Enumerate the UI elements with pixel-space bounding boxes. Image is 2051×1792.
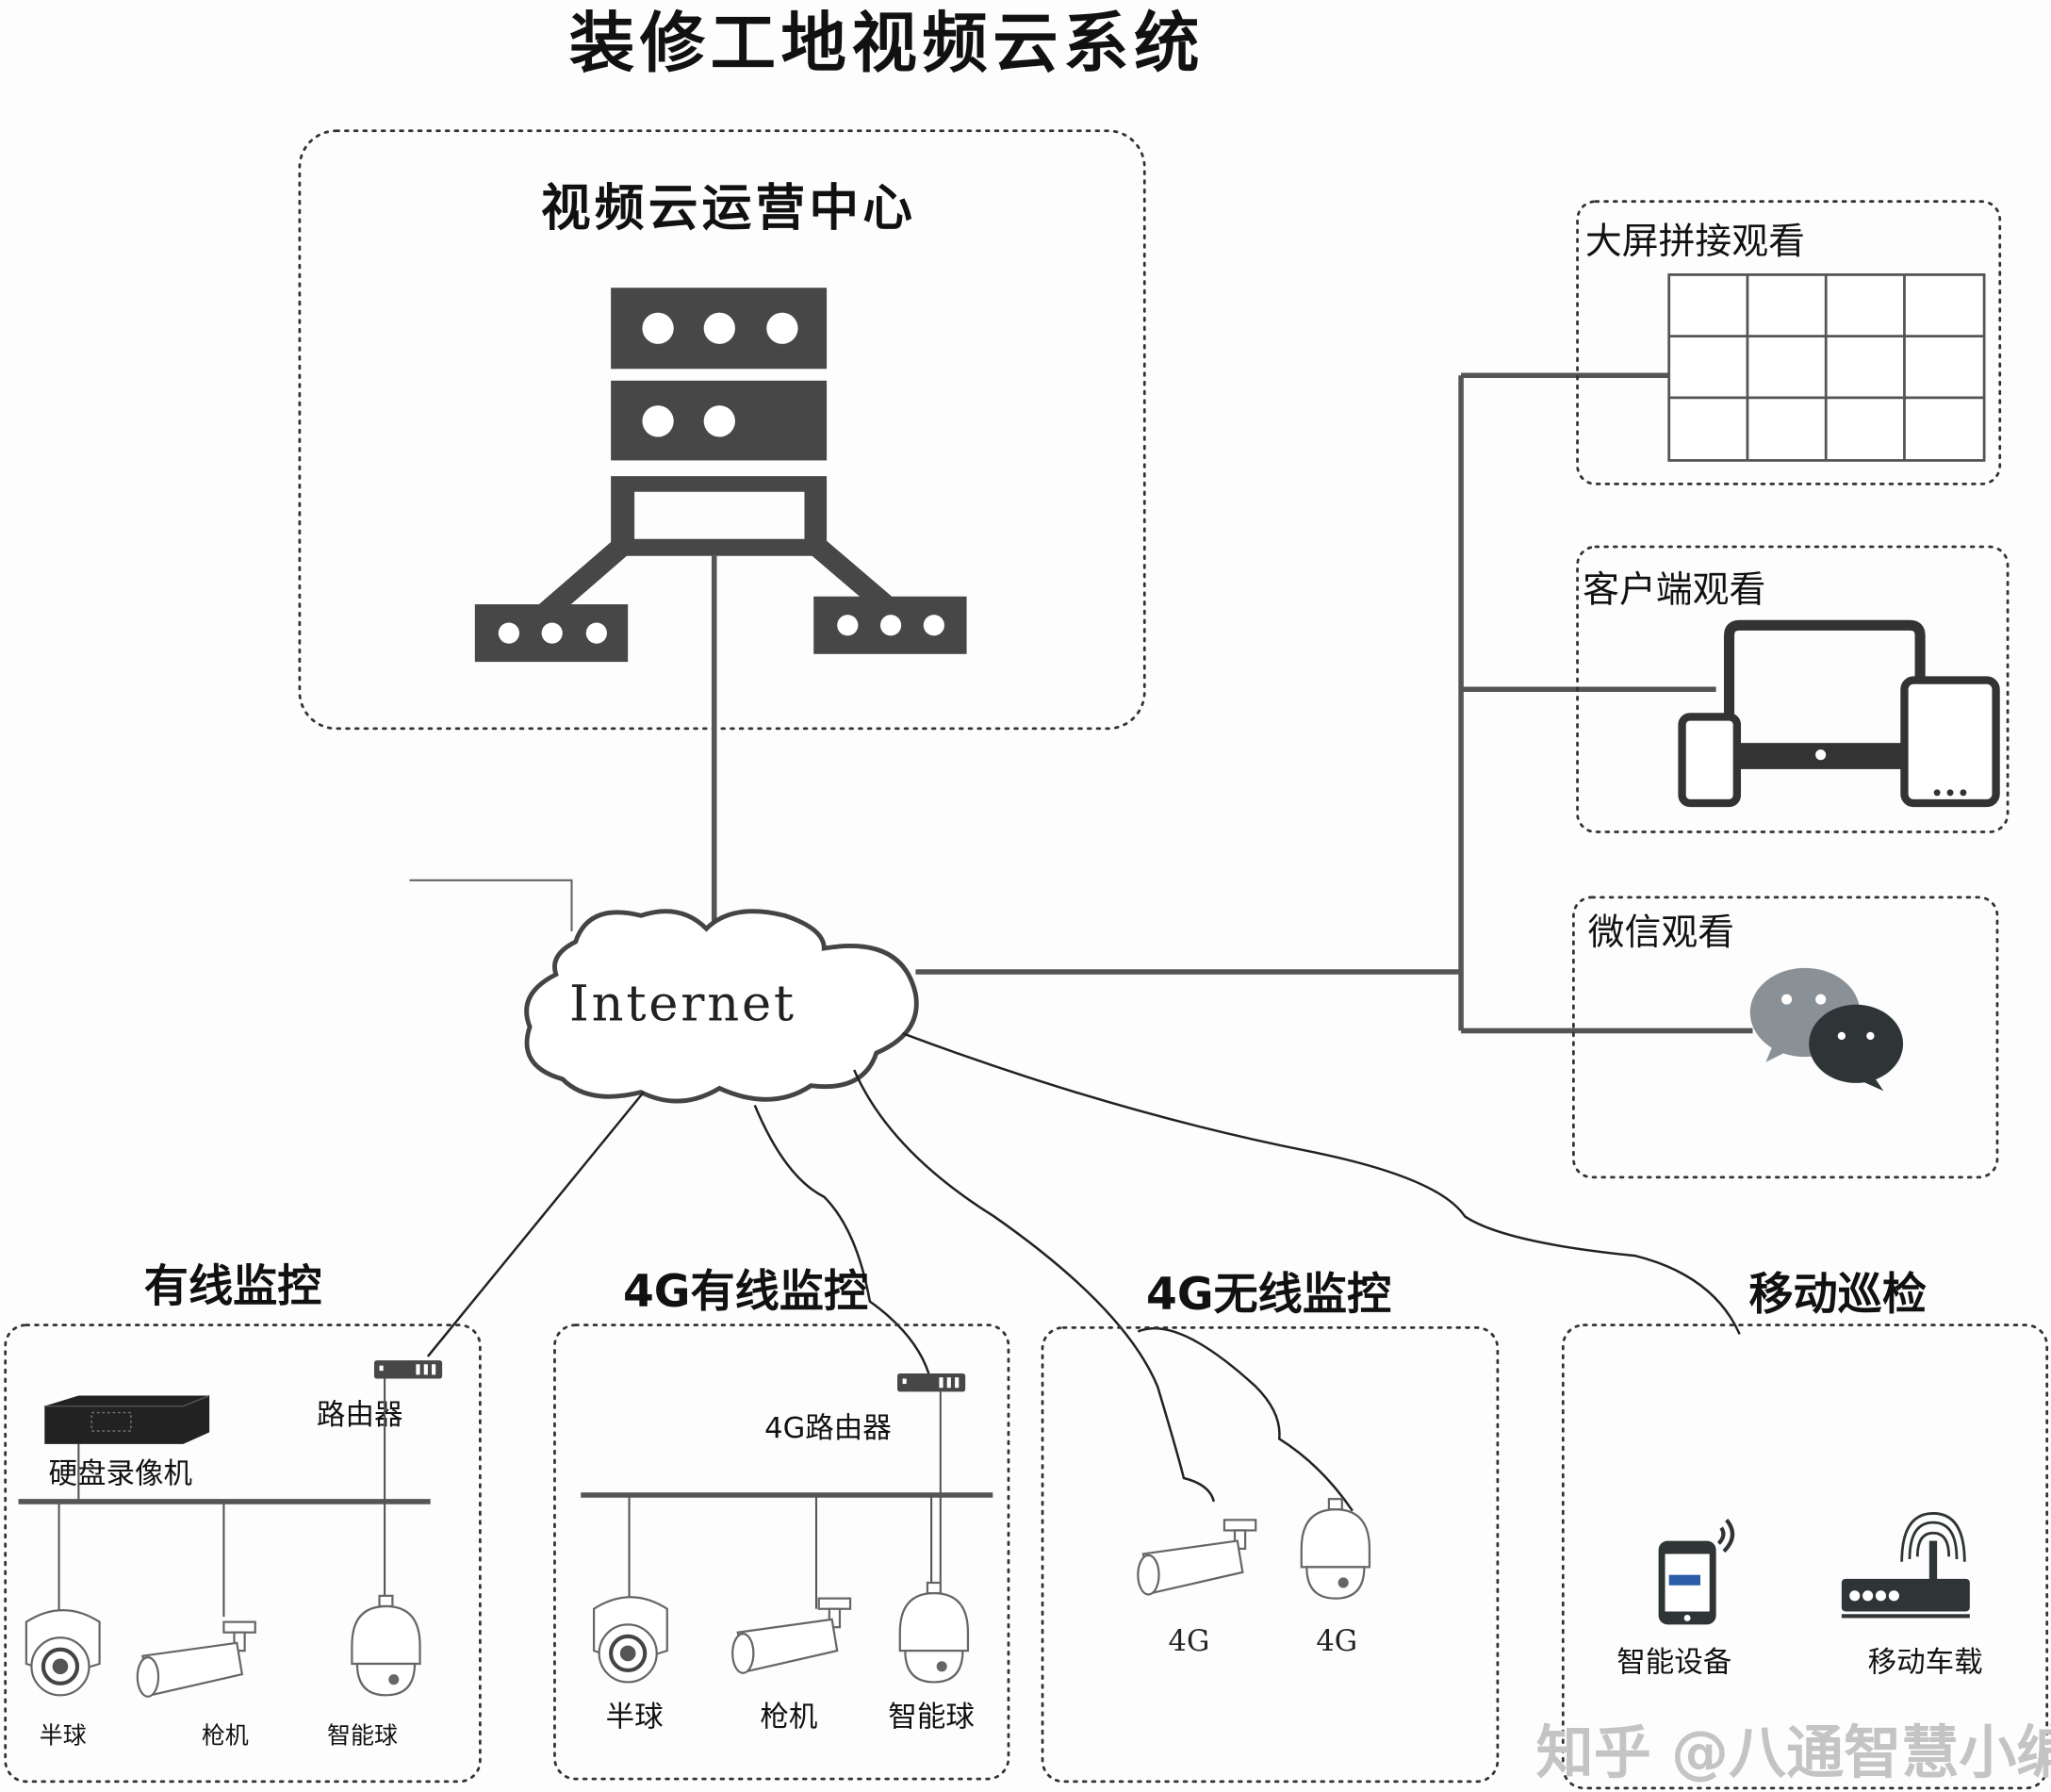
diagram-title: 装修工地视频云系统 bbox=[569, 6, 1205, 81]
internet-label: Internet bbox=[569, 975, 796, 1032]
viewer-panel-client bbox=[1576, 545, 2010, 833]
smartphone-icon bbox=[1658, 1519, 1735, 1625]
server-icon bbox=[474, 288, 967, 663]
operations-center-box bbox=[298, 129, 1146, 731]
device-label: 枪机 bbox=[760, 1702, 817, 1734]
viewer-label: 客户端观看 bbox=[1583, 568, 1765, 611]
section-box-4g-wired bbox=[553, 1323, 1010, 1781]
viewer-panel-video-wall bbox=[1576, 200, 2002, 485]
section-title-4g-wireless: 4G无线监控 bbox=[1146, 1269, 1391, 1321]
router-label: 4G路由器 bbox=[764, 1412, 892, 1445]
section-title-4g-wired: 4G有线监控 bbox=[623, 1266, 868, 1318]
ptz-camera-icon bbox=[351, 1594, 421, 1697]
viewer-panel-wechat bbox=[1572, 896, 1999, 1179]
vehicle-router-icon bbox=[1841, 1512, 1970, 1619]
dome-camera-icon bbox=[26, 1610, 100, 1695]
nvr-label: 硬盘录像机 bbox=[48, 1458, 192, 1491]
watermark: 知乎 @八通智慧小编 bbox=[1536, 1719, 2051, 1786]
device-label: 枪机 bbox=[202, 1722, 249, 1750]
network-cables bbox=[426, 1032, 1741, 1512]
wechat-icon bbox=[1749, 967, 1904, 1092]
viewer-links bbox=[915, 372, 1753, 1034]
internet-cloud-icon bbox=[524, 909, 919, 1104]
dome-camera-icon bbox=[594, 1597, 667, 1682]
link-line bbox=[409, 879, 573, 931]
router-icon bbox=[373, 1360, 443, 1379]
section-title-mobile: 移动巡检 bbox=[1748, 1269, 1927, 1321]
operations-center-label: 视频云运营中心 bbox=[541, 180, 916, 238]
device-label: 4G bbox=[1316, 1625, 1357, 1658]
nvr-icon bbox=[44, 1394, 210, 1444]
device-label: 智能球 bbox=[888, 1702, 975, 1734]
router-icon bbox=[897, 1373, 966, 1392]
bullet-camera-icon bbox=[1137, 1519, 1257, 1596]
section-title-wired: 有线监控 bbox=[144, 1261, 322, 1313]
bullet-camera-icon bbox=[731, 1597, 852, 1674]
ptz-camera-icon bbox=[898, 1581, 970, 1684]
viewer-label: 微信观看 bbox=[1588, 912, 1734, 954]
section-box-4g-wireless bbox=[1041, 1326, 1500, 1784]
router-label: 路由器 bbox=[317, 1399, 403, 1432]
device-label: 智能设备 bbox=[1616, 1646, 1731, 1679]
device-label: 移动车载 bbox=[1868, 1646, 1983, 1679]
device-label: 半球 bbox=[40, 1722, 87, 1750]
section-box-mobile bbox=[1561, 1323, 2049, 1790]
device-label: 4G bbox=[1169, 1625, 1210, 1658]
viewer-label: 大屏拼接观看 bbox=[1585, 221, 1805, 263]
ptz-camera-icon bbox=[1300, 1498, 1371, 1600]
video-wall-icon bbox=[1667, 273, 1986, 462]
device-label: 智能球 bbox=[327, 1722, 398, 1750]
device-label: 半球 bbox=[606, 1702, 664, 1734]
devices-icon bbox=[1678, 619, 2000, 808]
bullet-camera-icon bbox=[136, 1620, 256, 1698]
section-box-wired bbox=[4, 1323, 482, 1784]
